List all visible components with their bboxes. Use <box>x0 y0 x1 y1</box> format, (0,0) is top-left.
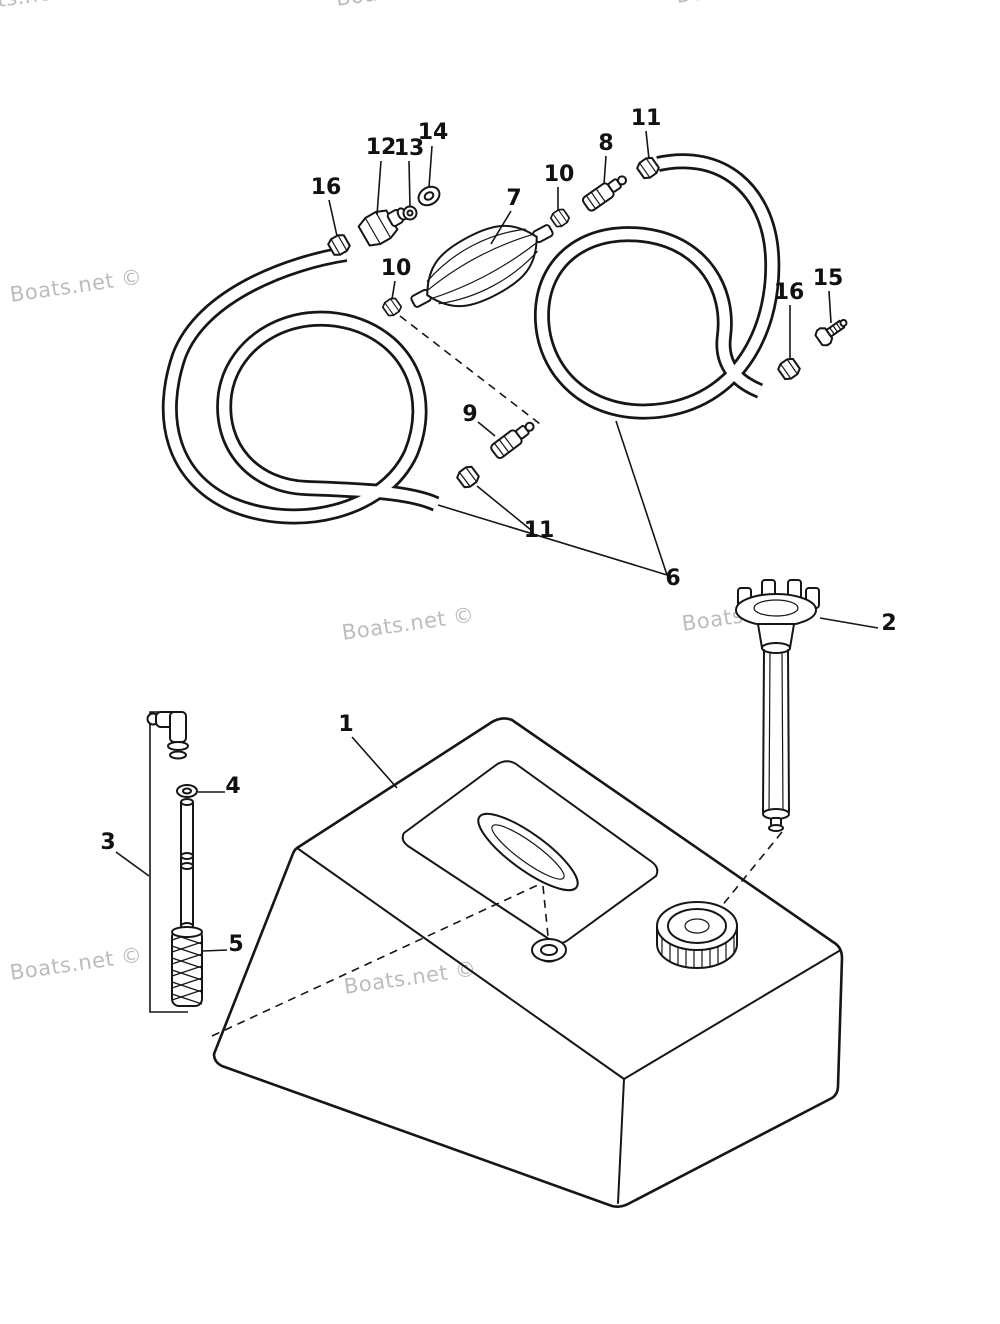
callout-10-top: 10 <box>544 162 575 187</box>
gauge-tube <box>787 649 790 813</box>
connector-hex <box>357 209 399 247</box>
tank-handle-slot <box>477 812 579 892</box>
tank-right-front-edge <box>623 950 840 1080</box>
pickup-tube <box>180 798 194 930</box>
tank-handle-recess <box>401 760 659 945</box>
leader <box>115 851 150 877</box>
leader <box>408 160 411 208</box>
callout-6: 6 <box>665 566 680 591</box>
leader <box>328 199 338 237</box>
leader <box>437 504 668 576</box>
pickup-filter-assembly <box>146 711 203 1013</box>
fuel-filler-cap <box>656 901 738 969</box>
hose-nut-11-mid <box>454 463 482 491</box>
hose-core <box>164 248 439 522</box>
leader <box>351 736 398 789</box>
washer-13 <box>402 205 418 221</box>
fuel-hose-left-coil <box>161 246 440 525</box>
callout-1: 1 <box>338 712 353 737</box>
callout-7: 7 <box>506 186 521 211</box>
fuel-connector-12 <box>357 207 408 247</box>
callout-labels: 14 12 13 11 8 10 16 7 10 16 15 9 11 6 2 … <box>100 106 896 957</box>
leader <box>819 617 879 629</box>
fuel-connector-9 <box>488 416 539 461</box>
hose-nut-10-upper <box>548 206 572 230</box>
callout-2: 2 <box>881 611 896 636</box>
leader <box>645 130 650 160</box>
bulb-rib <box>431 241 538 300</box>
leader <box>428 145 433 188</box>
primer-bulb <box>410 224 554 308</box>
callout-3: 3 <box>100 830 115 855</box>
callout-14: 14 <box>418 120 449 145</box>
nut-14 <box>417 185 441 207</box>
leader-lines <box>115 130 879 952</box>
washer-4 <box>176 784 198 798</box>
callout-11-top: 11 <box>631 106 662 131</box>
callout-16-right: 16 <box>774 280 805 305</box>
callout-13: 13 <box>394 136 425 161</box>
callout-16-left: 16 <box>311 175 342 200</box>
leader <box>476 485 532 531</box>
callout-9: 9 <box>462 402 477 427</box>
fuel-hose-right-coil <box>533 153 781 420</box>
tank-top-front-edge <box>296 847 625 1080</box>
callout-11-mid: 11 <box>524 518 555 543</box>
callout-4: 4 <box>225 774 240 799</box>
hose-nut-10-lower <box>380 295 404 319</box>
gauge-tube <box>762 649 765 813</box>
callout-5: 5 <box>228 932 243 957</box>
bulb-rib <box>438 250 538 305</box>
bulb-body <box>426 224 538 308</box>
bulb-rib <box>426 228 526 283</box>
hose-core <box>536 155 778 417</box>
callout-15: 15 <box>813 266 844 291</box>
leader <box>391 280 396 300</box>
tank-vent-cap <box>531 938 567 963</box>
dashed-line <box>542 885 549 937</box>
callout-12: 12 <box>366 135 397 160</box>
hose-nut-11-top <box>634 154 662 182</box>
dashed-line <box>399 315 541 425</box>
fuel-filter-5 <box>171 926 203 1007</box>
hose-nut-16-right <box>775 355 803 383</box>
leader <box>376 160 382 216</box>
leader <box>603 155 607 185</box>
leader <box>615 420 668 576</box>
screw-fitting-15 <box>814 318 848 347</box>
leader <box>477 421 496 437</box>
dashed-line <box>211 883 541 1037</box>
callout-10-low: 10 <box>381 256 412 281</box>
callout-8: 8 <box>598 131 613 156</box>
fuel-connector-8 <box>580 170 631 214</box>
tank-front-corner-edge <box>617 1078 625 1204</box>
fuel-tank <box>212 717 844 1208</box>
gauge-crown-base <box>735 593 817 627</box>
assembly-guide-lines <box>211 315 783 1037</box>
leader <box>490 210 512 245</box>
leader <box>202 949 228 952</box>
fuel-gauge-assembly <box>735 579 820 832</box>
fuel-pickup-elbow <box>146 711 189 760</box>
dashed-line <box>711 831 783 919</box>
tank-silhouette <box>212 717 844 1208</box>
bulb-rib <box>426 233 534 292</box>
leader <box>828 290 832 324</box>
